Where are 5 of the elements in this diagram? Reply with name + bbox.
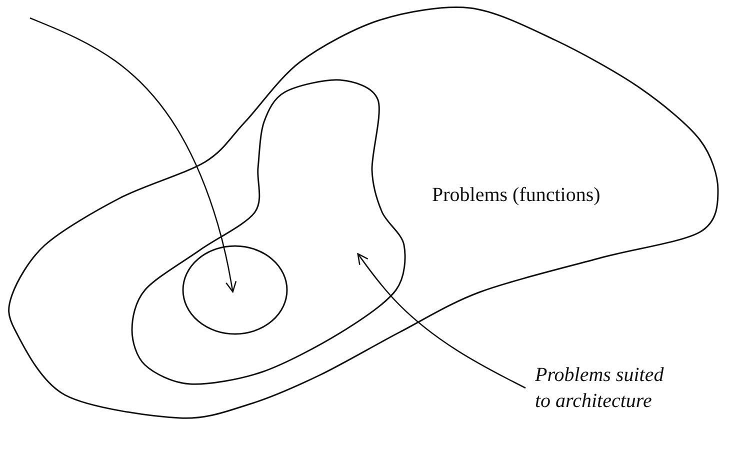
circle-region bbox=[180, 243, 290, 337]
region-label: Problems (functions) bbox=[432, 183, 602, 207]
arrow bbox=[357, 253, 526, 389]
arrow bbox=[30, 17, 237, 293]
callout-text: Problems suited to architecture bbox=[535, 363, 665, 414]
